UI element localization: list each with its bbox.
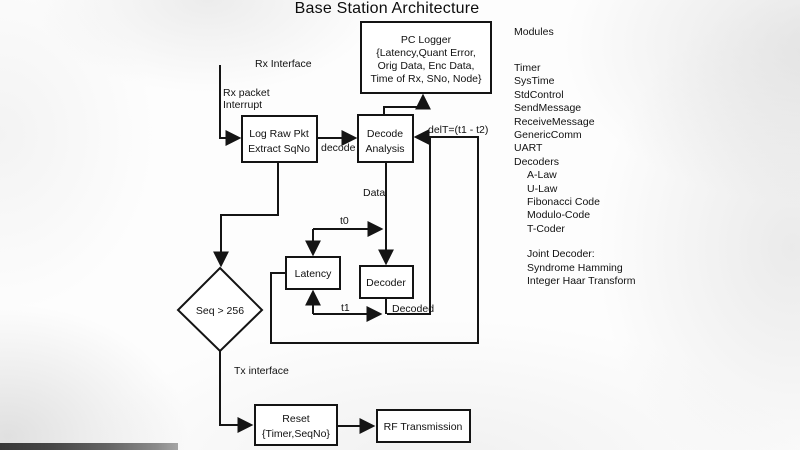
- node-reset: Reset {Timer,SeqNo}: [254, 404, 338, 446]
- pc-logger-label-3: Orig Data, Enc Data,: [378, 60, 475, 72]
- log-raw-pkt-box: [241, 115, 318, 163]
- decoder-label: Decoder: [366, 277, 406, 289]
- module-item-a-law: A-Law: [527, 169, 557, 182]
- edge-to-seq-decision-line: [213, 162, 279, 268]
- module-item-systime: SysTime: [514, 75, 555, 88]
- flow-nodes: PC Logger {Latency,Quant Error, Orig Dat…: [176, 21, 492, 446]
- modules-panel: Modules Timer SysTime StdControl SendMes…: [514, 26, 636, 287]
- edge-rx-interface-line: [219, 65, 242, 146]
- node-seq-decision: Seq > 256: [176, 266, 264, 353]
- t1-label: t1: [341, 302, 350, 314]
- node-latency: Latency: [285, 256, 341, 290]
- latency-label: Latency: [295, 268, 333, 280]
- rf-transmission-box: [376, 409, 471, 443]
- node-rf-transmission: RF Transmission: [376, 409, 471, 443]
- pc-logger-label-2: {Latency,Quant Error,: [376, 47, 476, 59]
- diagram-title: Base Station Architecture: [294, 0, 480, 17]
- decode-label: decode: [321, 142, 356, 154]
- decode-analysis-label-1: Decode: [367, 128, 403, 140]
- modules-list: Timer SysTime StdControl SendMessage Rec…: [514, 62, 636, 289]
- module-item-uart: UART: [514, 142, 543, 155]
- rx-interface-label: Rx Interface: [255, 58, 312, 70]
- module-item-stdcontrol: StdControl: [514, 88, 564, 101]
- edge-delt-feedback-line: [270, 129, 479, 344]
- reset-label-1: Reset: [282, 413, 310, 425]
- edge-labels: Rx Interface Rx packet Interrupt decode …: [223, 58, 488, 377]
- module-item-u-law: U-Law: [527, 182, 558, 195]
- t0-label: t0: [340, 215, 349, 227]
- pc-logger-label-1: PC Logger: [401, 34, 452, 46]
- pc-logger-label-4: Time of Rx, SNo, Node}: [370, 73, 482, 85]
- node-decode-analysis: Decode Analysis: [357, 114, 414, 163]
- module-item-receivemessage: ReceiveMessage: [514, 115, 595, 128]
- module-item-genericcomm: GenericComm: [514, 129, 582, 142]
- module-item-syndrome-hamming: Syndrome Hamming: [527, 261, 623, 274]
- module-item-joint-decoder: Joint Decoder:: [527, 248, 595, 261]
- edge-tx-interface-line: [219, 350, 254, 433]
- module-item-decoders: Decoders: [514, 155, 559, 168]
- node-pc-logger: PC Logger {Latency,Quant Error, Orig Dat…: [360, 21, 492, 94]
- module-item-t-coder: T-Coder: [527, 222, 565, 235]
- decoder-box: [359, 265, 414, 299]
- interrupt-label: Interrupt: [223, 99, 262, 111]
- module-item-modulo-code: Modulo-Code: [527, 209, 591, 222]
- seq-decision-label: Seq > 256: [196, 305, 244, 317]
- edge-to-pc-logger-line: [383, 93, 431, 115]
- reset-label-2: {Timer,SeqNo}: [262, 428, 330, 440]
- reset-box: [254, 404, 338, 446]
- module-item-integer-haar: Integer Haar Transform: [527, 275, 636, 288]
- module-item-timer: Timer: [514, 62, 541, 74]
- rx-packet-label: Rx packet: [223, 87, 270, 99]
- bottom-dark-strip: [0, 443, 178, 450]
- decode-analysis-label-2: Analysis: [365, 143, 404, 155]
- tx-interface-label: Tx interface: [234, 365, 289, 377]
- node-log-raw-pkt: Log Raw Pkt Extract SqNo: [241, 115, 318, 163]
- decoded-label: Decoded: [392, 303, 434, 315]
- seq-decision-diamond: [176, 266, 264, 353]
- pc-logger-box: [360, 21, 492, 94]
- connector-lines: [213, 65, 479, 434]
- edge-decoded-return-line: [387, 138, 431, 315]
- delt-label: delT=(t1 - t2): [428, 124, 488, 136]
- module-item-sendmessage: SendMessage: [514, 102, 582, 115]
- node-decoder: Decoder: [359, 265, 414, 299]
- module-item-fibonacci-code: Fibonacci Code: [527, 196, 600, 209]
- modules-heading: Modules: [514, 26, 554, 38]
- data-label: Data: [363, 187, 385, 199]
- rf-transmission-label: RF Transmission: [384, 421, 463, 433]
- log-raw-pkt-label-2: Extract SqNo: [248, 143, 310, 155]
- log-raw-pkt-label-1: Log Raw Pkt: [249, 128, 309, 140]
- decode-analysis-box: [357, 114, 414, 163]
- latency-box: [285, 256, 341, 290]
